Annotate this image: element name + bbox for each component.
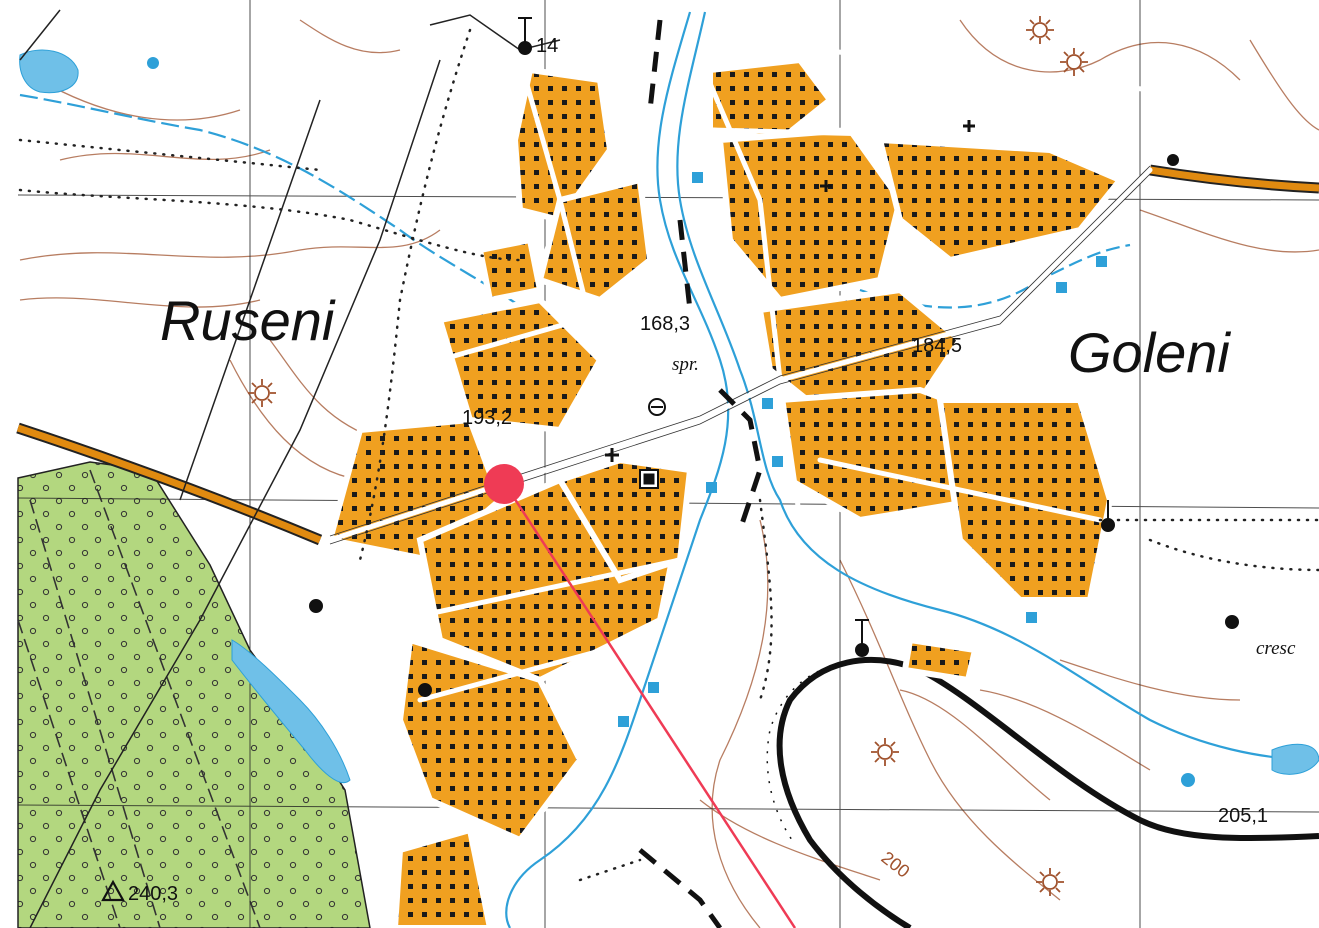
elevation-184-5: 184,5: [912, 335, 962, 357]
place-name-ruseni: Ruseni: [160, 289, 336, 352]
spring-icon: [147, 57, 1195, 787]
lake-west: [19, 49, 79, 94]
elevation-168-3: 168,3: [640, 313, 690, 335]
annotation-cresc: cresc: [1256, 638, 1296, 659]
elevation-14: 14: [536, 35, 558, 57]
railway: [776, 657, 1319, 928]
place-name-goleni: Goleni: [1068, 321, 1231, 384]
marker-line: [503, 483, 797, 928]
contour-lines: [19, 19, 1319, 928]
elevation-205-1: 205,1: [1218, 805, 1268, 827]
pond-east: [1271, 743, 1319, 775]
annotation-spr: spr.: [672, 354, 699, 375]
elevation-240-3: 240,3: [128, 883, 178, 905]
footpaths: [18, 28, 1319, 882]
forest-boundary-dashes: [17, 469, 261, 928]
road-dashes: [638, 19, 763, 928]
trails: [19, 9, 561, 928]
elevation-193-2: 193,2: [462, 407, 512, 429]
tower-icon: [309, 17, 1239, 697]
church-icon: [605, 120, 975, 489]
pond-forest: [231, 639, 351, 784]
pin-marker-icon[interactable]: [484, 464, 524, 504]
mine-icon: [248, 16, 1088, 896]
triangulation-point-icon: [101, 879, 125, 902]
street-outlines: [329, 165, 1151, 545]
streets: [327, 37, 1173, 703]
